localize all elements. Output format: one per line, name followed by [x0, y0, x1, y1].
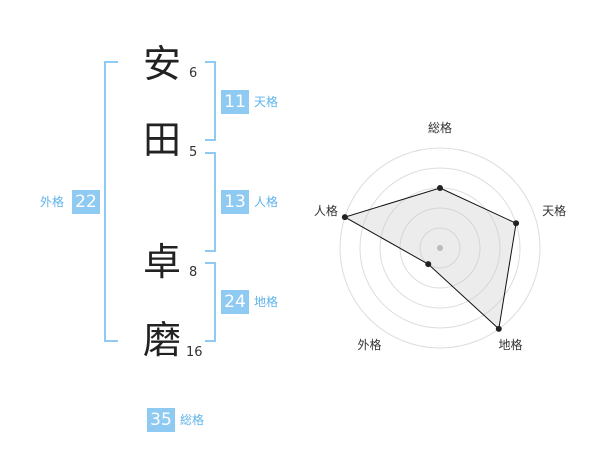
tenkaku-label: 天格: [254, 95, 279, 109]
char-1-strokes: 6: [189, 66, 198, 81]
radar-axis-label: 天格: [542, 203, 566, 218]
chikaku-bracket: [205, 262, 216, 342]
char-1: 安: [142, 42, 181, 86]
radar-axis-label: 外格: [357, 337, 381, 352]
jinkaku-value: 13: [221, 190, 249, 214]
radar-area: [343, 187, 517, 330]
radar-ring: [419, 227, 461, 269]
soukaku-label: 総格: [180, 413, 205, 427]
soukaku-value: 35: [147, 408, 175, 432]
gaikaku-value: 22: [72, 190, 100, 214]
radar-center: [437, 245, 443, 251]
chikaku-label: 地格: [254, 295, 279, 309]
tenkaku-value: 11: [221, 90, 249, 114]
char-3-strokes: 8: [189, 265, 198, 280]
jinkaku-label: 人格: [254, 195, 279, 209]
radar-point: [437, 185, 443, 191]
char-2-strokes: 5: [189, 145, 198, 160]
jinkaku-bracket: [205, 152, 216, 252]
chikaku-value: 24: [221, 290, 249, 314]
char-2: 田: [142, 118, 181, 162]
radar-point: [495, 325, 502, 332]
radar-axis-label: 地格: [499, 337, 523, 352]
radar-axis-label: 総格: [428, 120, 452, 135]
gaikaku-bracket: [104, 61, 118, 342]
radar-points: [341, 185, 520, 332]
radar-point: [425, 261, 432, 268]
radar-point: [513, 220, 520, 227]
char-4-strokes: 16: [186, 345, 203, 360]
tenkaku-bracket: [205, 61, 216, 141]
radar-axis-label: 人格: [314, 203, 338, 218]
char-3: 卓: [142, 240, 181, 284]
radar-point: [341, 214, 348, 221]
gaikaku-label: 外格: [40, 195, 65, 209]
radar-ring: [359, 167, 521, 329]
char-4: 磨: [142, 318, 181, 362]
